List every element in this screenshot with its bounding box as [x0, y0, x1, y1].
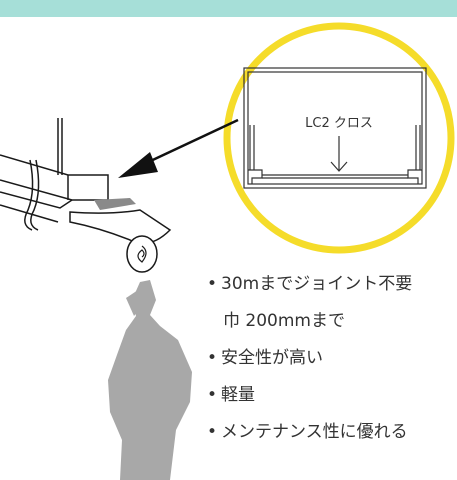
duct-apparatus [0, 118, 109, 231]
label-arrow [330, 136, 348, 172]
callout-label: LC2 クロス [305, 116, 373, 131]
bullet-icon: • [207, 422, 218, 442]
cross-section-profile [243, 67, 427, 189]
profile-outer [243, 67, 427, 189]
roll-spiral [137, 245, 147, 263]
pulled-strip [69, 198, 172, 273]
feature-text: 軽量 [221, 385, 255, 405]
pointer-arrow [118, 118, 239, 178]
cable-curve [24, 159, 34, 231]
bullet-icon: • [207, 385, 218, 405]
feature-text: 30mまでジョイント不要 [221, 274, 413, 294]
feature-text: メンテナンス性に優れる [221, 422, 408, 442]
callout-magnifier: LC2 クロス [223, 22, 455, 254]
feature-text: 巾 200mmまで [223, 311, 345, 331]
feature-item: •安全性が高い [207, 344, 412, 381]
feature-text: 安全性が高い [221, 348, 323, 368]
worker-silhouette [108, 280, 192, 480]
profile-inner [247, 71, 423, 185]
bullet-icon: • [207, 274, 218, 294]
feature-list: •30mまでジョイント不要 巾 200mmまで •安全性が高い •軽量 •メンテ… [207, 270, 412, 455]
duct-body [0, 154, 109, 201]
feature-item: •30mまでジョイント不要 [207, 270, 412, 307]
head [132, 322, 164, 358]
feature-item: •軽量 [207, 381, 412, 418]
feature-item: •メンテナンス性に優れる [207, 418, 412, 455]
top-color-band [0, 0, 457, 17]
bullet-icon: • [207, 348, 218, 368]
feature-item: 巾 200mmまで [207, 307, 412, 344]
roll [126, 235, 158, 273]
